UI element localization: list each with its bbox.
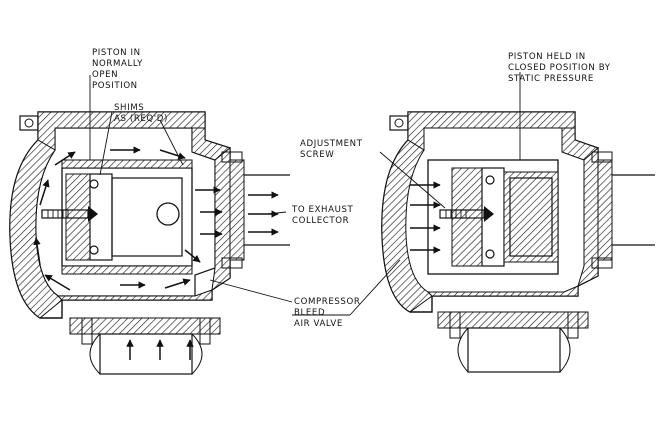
label-piston-open-line-1: PISTON IN	[92, 48, 141, 58]
valve-closed-view	[381, 111, 655, 373]
label-piston-open-line-4: POSITION	[92, 81, 138, 91]
pressure-arrows	[410, 181, 441, 254]
valve-open-view	[9, 111, 290, 375]
label-piston-closed-line-1: PISTON HELD IN	[508, 52, 586, 62]
flow-arrows	[33, 146, 279, 360]
label-piston-open-line-3: OPEN	[92, 70, 118, 80]
label-to-exhaust: TO EXHAUST COLLECTOR	[291, 205, 354, 226]
label-adjustment-line-1: ADJUSTMENT	[300, 139, 363, 149]
label-piston-closed-line-2: CLOSED POSITION BY	[508, 63, 611, 73]
label-to-exhaust-line-1: TO EXHAUST	[291, 205, 354, 215]
label-piston-closed: PISTON HELD IN CLOSED POSITION BY STATIC…	[508, 52, 611, 84]
label-shims-line-1: SHIMS	[114, 103, 144, 113]
label-compressor-line-1: COMPRESSOR	[294, 297, 360, 307]
label-piston-open: PISTON IN NORMALLY OPEN POSITION	[92, 48, 143, 91]
label-compressor-line-2: BLEED	[294, 308, 325, 318]
leader-lines	[89, 72, 521, 316]
label-piston-closed-line-3: STATIC PRESSURE	[508, 74, 594, 84]
label-piston-open-line-2: NORMALLY	[92, 59, 143, 69]
label-adjustment-screw: ADJUSTMENT SCREW	[300, 139, 363, 160]
label-shims: SHIMS AS (REQ'D)	[114, 103, 168, 124]
label-shims-line-2: AS (REQ'D)	[114, 114, 168, 124]
label-to-exhaust-line-2: COLLECTOR	[292, 216, 349, 226]
label-compressor-bleed: COMPRESSOR BLEED AIR VALVE	[294, 297, 360, 329]
label-adjustment-line-2: SCREW	[300, 150, 334, 160]
label-compressor-line-3: AIR VALVE	[294, 319, 343, 329]
